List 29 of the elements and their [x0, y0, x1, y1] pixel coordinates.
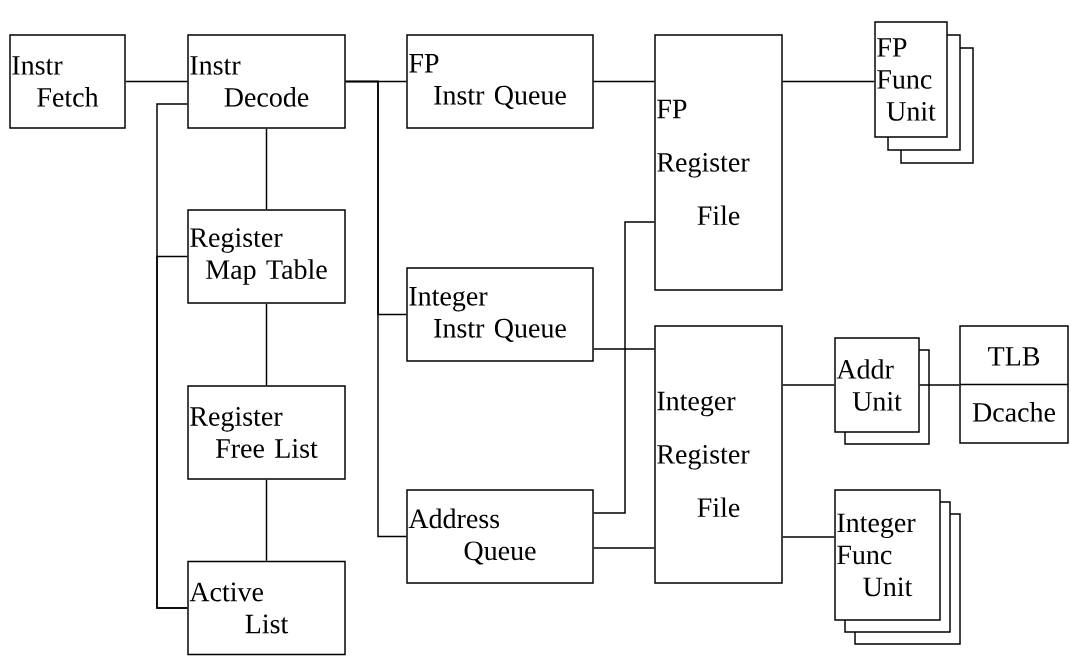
block-box: Instr Fetch [9, 34, 126, 129]
connector-line [593, 547, 655, 549]
block-box: Address Queue [406, 489, 594, 584]
stacked-unit-box: FP Func Unit [874, 21, 974, 164]
split-box: TLB Dcache [959, 325, 1069, 444]
connector-line [156, 255, 188, 609]
block-box: FP Instr Queue [406, 34, 594, 129]
block-box: Integer Instr Queue [406, 267, 594, 362]
connector-line [125, 80, 188, 83]
connector-line [345, 80, 407, 538]
connector-line [919, 384, 960, 386]
stacked-unit-box: Addr Unit [834, 337, 930, 445]
block-box: Instr Decode [187, 34, 346, 129]
connector-line [782, 80, 875, 83]
connector-line [593, 348, 655, 350]
connector-line [593, 80, 655, 83]
connector-line [265, 479, 268, 562]
connector-line [265, 303, 268, 386]
node-label: FP [877, 38, 907, 57]
block-box: Register Free List [187, 385, 346, 480]
connector-line [593, 221, 655, 514]
connector-line [782, 536, 835, 538]
connector-line [265, 128, 268, 210]
connector-line [782, 384, 835, 386]
block-box: Integer Register File [654, 325, 783, 584]
block-box: Register Map Table [187, 209, 346, 304]
block-box: FP Register File [654, 34, 783, 291]
stacked-unit-box: Integer Func Unit [834, 489, 961, 645]
block-box: Active List [187, 560, 346, 656]
